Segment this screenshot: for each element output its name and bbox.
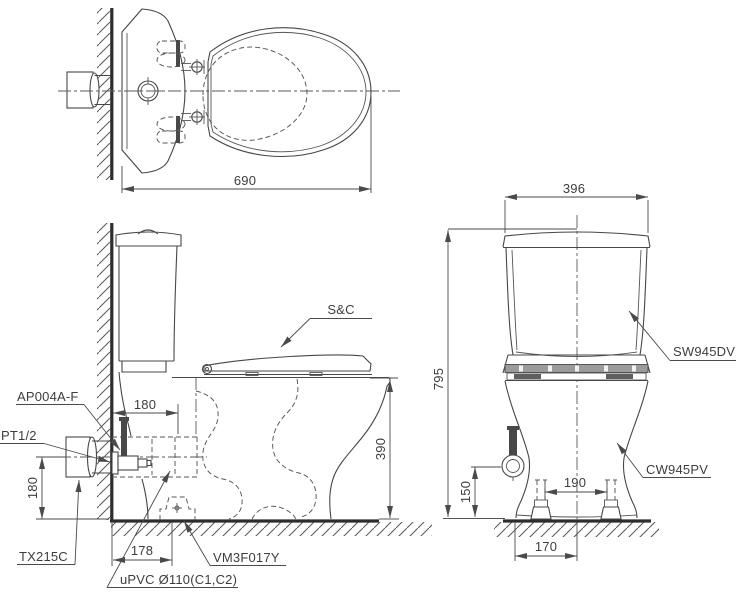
seat-cover-side	[201, 354, 372, 376]
seat-hinges-top	[156, 40, 205, 144]
dim-190-text: 190	[564, 475, 586, 490]
dim-390: 390	[370, 377, 398, 518]
dim-390-text: 390	[373, 438, 388, 460]
dim-690: 690	[121, 96, 372, 193]
label-thread: PT1/2	[0, 428, 111, 463]
bowl-side	[118, 371, 391, 521]
bowl-front	[504, 380, 649, 519]
dim-170-text: 170	[535, 539, 557, 554]
label-bowl: CW945PV	[616, 442, 711, 478]
dim-396-text: 396	[563, 181, 585, 196]
front-view: 396 795 150 190 170 SW945DV	[431, 181, 736, 561]
label-supply-hose: AP004A-F	[16, 389, 121, 451]
seat-plate-front	[502, 354, 651, 382]
floor-section-side	[110, 518, 432, 536]
dim-180-vertical: 180	[25, 456, 109, 520]
dim-178: 178	[111, 522, 173, 566]
lid-button	[134, 77, 162, 105]
label-sw945dv-text: SW945DV	[673, 344, 735, 359]
dim-180-horizontal: 180	[113, 397, 179, 434]
label-pt12-text: PT1/2	[1, 428, 37, 443]
dim-795: 795	[431, 228, 577, 517]
label-ap004af-text: AP004A-F	[17, 389, 79, 404]
floor-bolt-left	[530, 479, 552, 520]
label-vm3f017y-text: VM3F017Y	[213, 550, 280, 565]
floor-flange-outlet	[159, 496, 196, 520]
tank-front	[502, 231, 651, 357]
label-drain-pipe: uPVC Ø110(C1,C2)	[106, 470, 238, 588]
dim-795-text: 795	[431, 368, 446, 390]
label-tx215c-text: TX215C	[19, 549, 68, 564]
dim-178-text: 178	[131, 543, 153, 558]
label-upvc-text: uPVC Ø110(C1,C2)	[120, 572, 237, 587]
dim-170: 170	[514, 522, 578, 561]
tank-top	[121, 8, 186, 174]
dim-180h-text: 180	[134, 397, 156, 412]
dim-150: 150	[458, 466, 501, 517]
dim-396: 396	[504, 181, 649, 233]
side-view: 180 180 390 178 S&C AP004A-F	[0, 223, 432, 588]
label-stop-valve: TX215C	[17, 479, 82, 565]
label-cw945pv-text: CW945PV	[646, 462, 708, 477]
label-tank: SW945DV	[628, 310, 736, 361]
label-sc-text: S&C	[327, 302, 354, 317]
floor-bolt-right	[600, 479, 622, 520]
dim-690-text: 690	[234, 173, 256, 188]
seat-cover-top	[202, 27, 372, 157]
label-floor-flange: VM3F017Y	[183, 520, 286, 566]
dim-190: 190	[544, 475, 608, 499]
supply-pipe-top	[66, 71, 111, 109]
tank-side	[115, 229, 182, 373]
stop-valve-assembly	[111, 417, 152, 475]
wall-section-side	[97, 223, 114, 521]
top-view: 690	[58, 8, 400, 193]
dim-180v-text: 180	[25, 477, 40, 499]
wall-section-top	[97, 8, 114, 180]
floor-section-front	[443, 518, 659, 537]
dim-150-text: 150	[458, 481, 473, 503]
seat-opening-hidden	[202, 46, 308, 141]
label-seat-cover: S&C	[280, 302, 372, 348]
valve-front	[501, 426, 525, 481]
